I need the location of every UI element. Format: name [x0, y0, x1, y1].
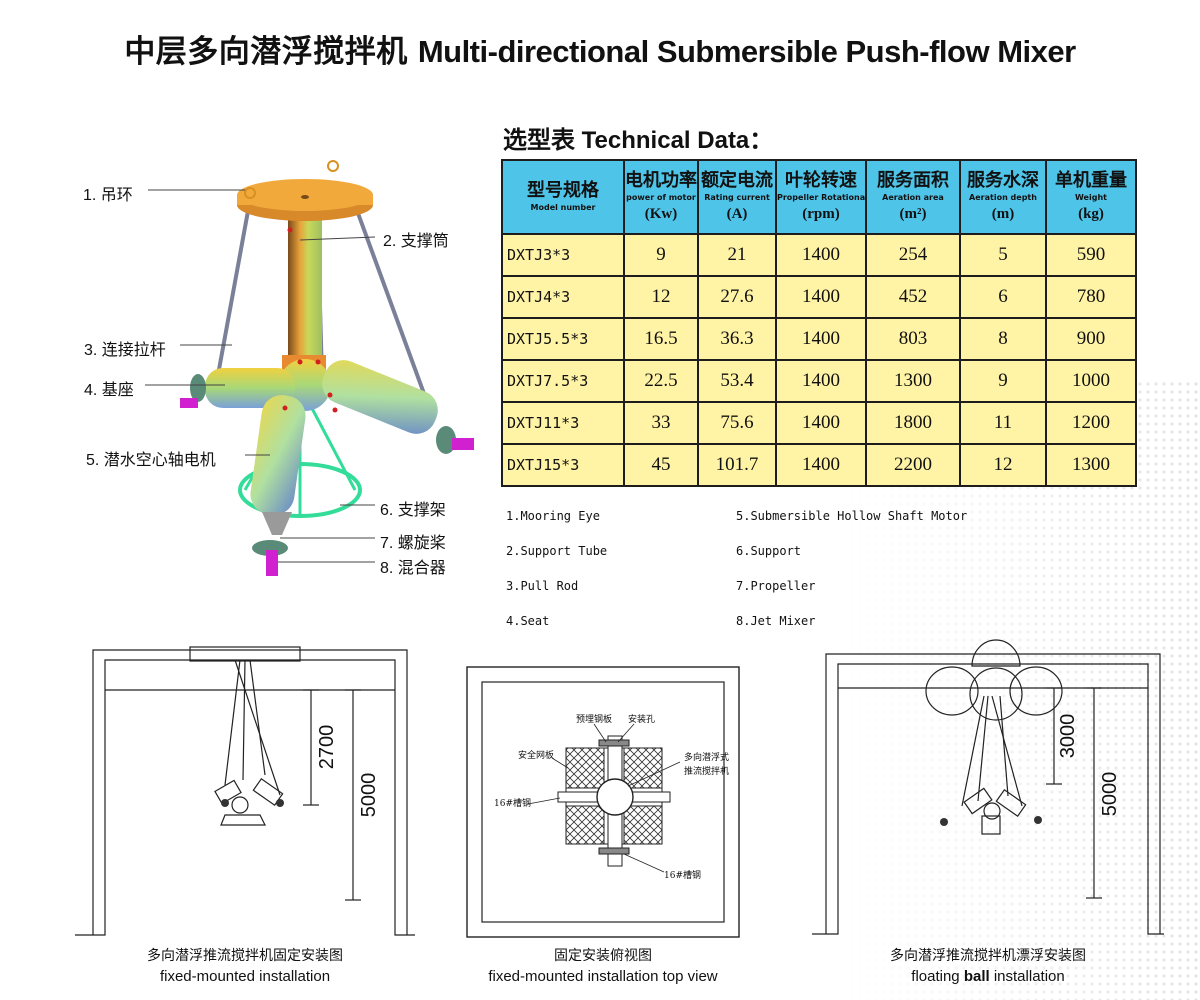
dim-5000: 5000	[358, 773, 380, 818]
caption-floating: 多向潜浮推流搅拌机漂浮安装图 floating ball installatio…	[890, 947, 1086, 985]
callout-label: 7. 螺旋桨	[380, 535, 446, 552]
legend-item: 7.Propeller	[736, 579, 816, 593]
legend-item: 3.Pull Rod	[506, 579, 579, 593]
callout-label: 8. 混合器	[380, 560, 446, 577]
label-mixer-2: 推流搅拌机	[684, 765, 729, 777]
legend-item: 8.Jet Mixer	[736, 614, 816, 628]
callout-label: 6. 支撑架	[380, 502, 446, 519]
legend-item: 1.Mooring Eye	[506, 509, 600, 523]
legend-item: 6.Support	[736, 544, 802, 558]
fixed-installation-drawing: 2700 5000	[75, 646, 415, 936]
page-title: 中层多向潜浮搅拌机 Multi-directional Submersible P…	[0, 26, 1200, 71]
technical-data-title: 选型表 Technical Data：	[503, 127, 774, 154]
dim-2700: 2700	[316, 725, 338, 770]
floating-installation-drawing: 3000 5000	[812, 639, 1164, 935]
label-mixer-1: 多向潜浮式	[684, 751, 729, 763]
label-channel-steel-1: 16#槽钢	[494, 797, 531, 809]
callout-label: 2. 支撑筒	[383, 233, 449, 250]
legend-item: 2.Support Tube	[506, 544, 608, 558]
callout-label: 3. 连接拉杆	[84, 342, 166, 359]
caption-fixed: 多向潜浮推流搅拌机固定安装图 fixed-mounted installatio…	[147, 947, 343, 985]
label-channel-steel-2: 16#槽钢	[664, 869, 701, 881]
label-mounting-hole: 安装孔	[628, 713, 655, 725]
callout-label: 4. 基座	[84, 382, 134, 399]
callout-label: 5. 潜水空心轴电机	[86, 452, 216, 469]
top-view-drawing: 预埋钢板 安装孔 安全网板 多向潜浮式 推流搅拌机 16#槽钢 16#槽钢	[466, 666, 740, 938]
legend-item: 4.Seat	[506, 614, 550, 628]
title-en: Multi-directional Submersible Push-flow …	[417, 34, 1076, 69]
mixer-illustration	[145, 160, 474, 576]
legend-item: 5.Submersible Hollow Shaft Motor	[736, 509, 968, 523]
title-cn: 中层多向潜浮搅拌机	[124, 34, 408, 69]
dim-5000-floating: 5000	[1099, 772, 1121, 817]
caption-top-view: 固定安装俯视图 fixed-mounted installation top v…	[488, 947, 718, 985]
label-embedded-plate: 预埋钢板	[576, 713, 612, 725]
label-safety-net: 安全网板	[518, 749, 554, 761]
callout-label: 1. 吊环	[83, 187, 133, 204]
dim-3000: 3000	[1057, 714, 1079, 759]
